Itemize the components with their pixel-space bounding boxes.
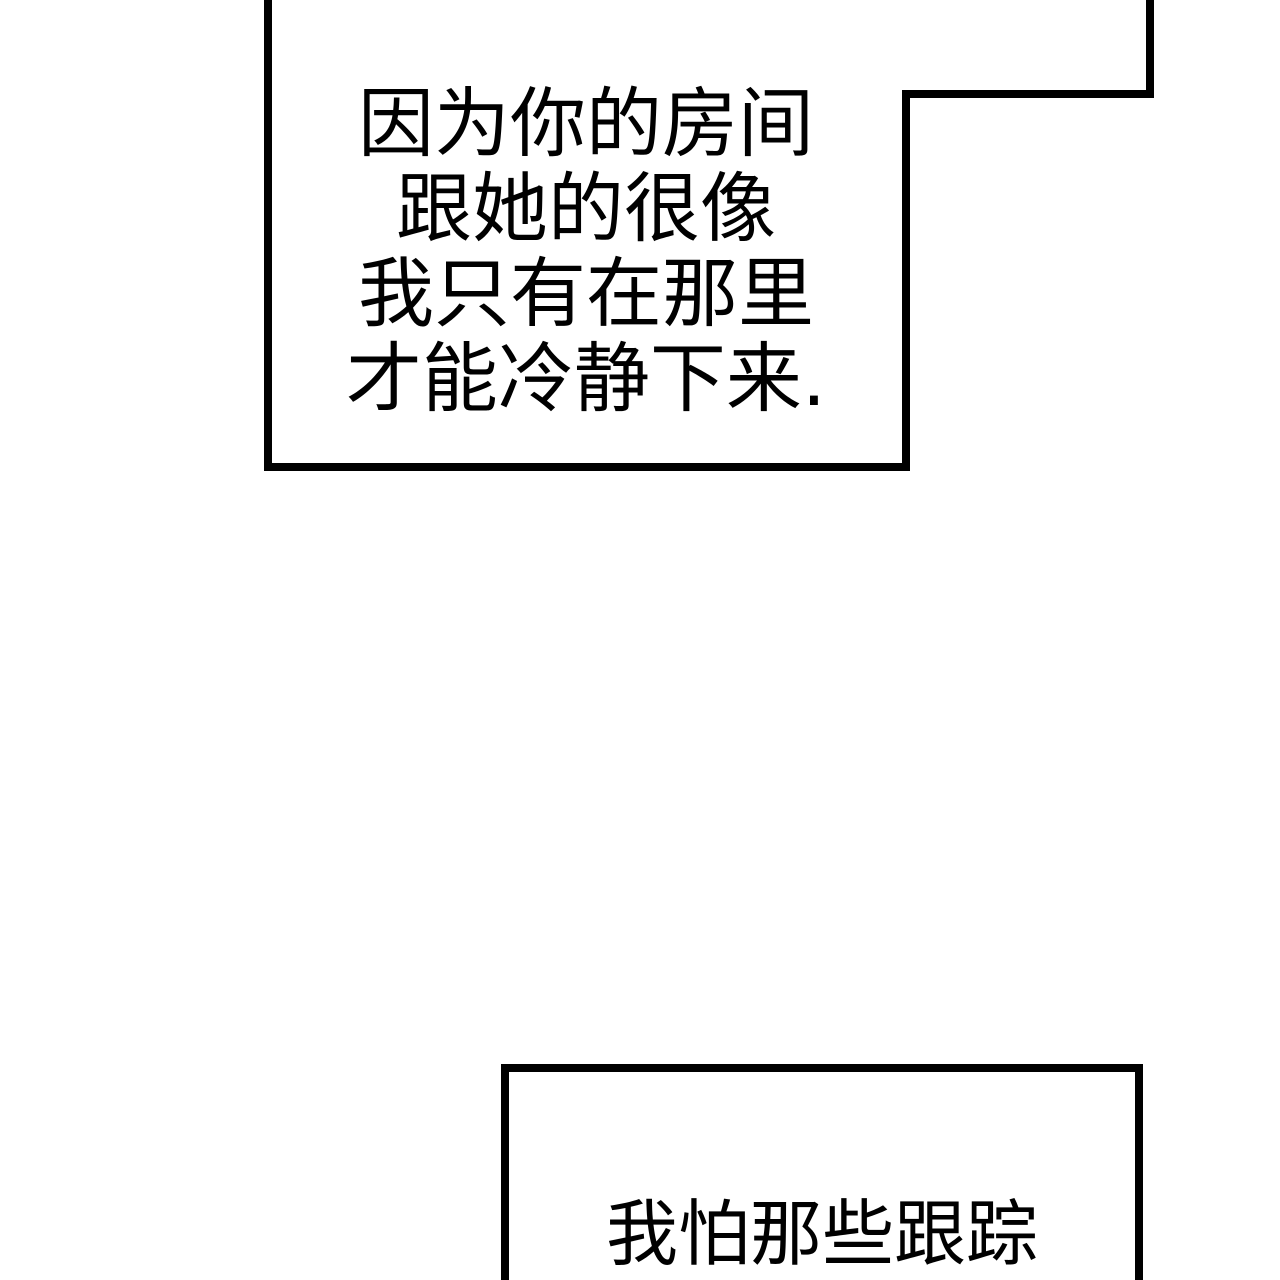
caption-top-line-1: 因为你的房间 xyxy=(358,79,814,168)
caption-top-line-4: 才能冷静下来. xyxy=(345,334,827,423)
caption-box-bottom xyxy=(501,1064,1143,1280)
caption-box-top xyxy=(264,0,1154,471)
caption-bottom-line-1: 我怕那些跟踪 xyxy=(605,1192,1038,1276)
caption-top-line-2: 跟她的很像 xyxy=(396,164,776,253)
caption-top-line-3: 我只有在那里 xyxy=(358,249,814,338)
